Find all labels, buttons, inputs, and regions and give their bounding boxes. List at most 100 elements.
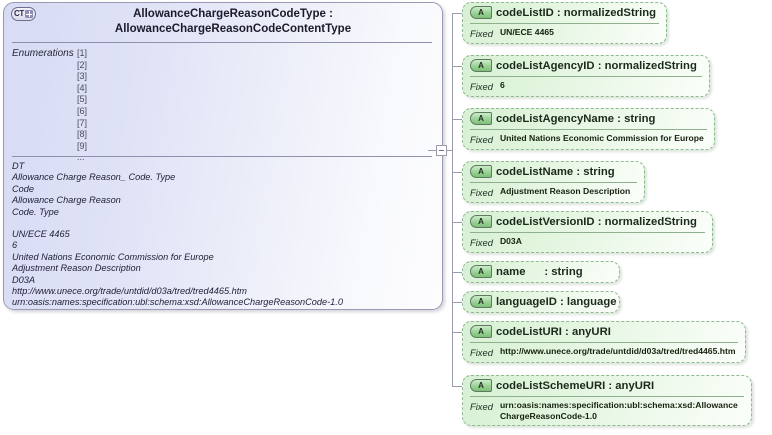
fixed-value: http://www.unece.org/trade/untdid/d03a/t… <box>499 346 736 356</box>
attribute-icon: A <box>470 6 492 19</box>
fixed-label: Fixed <box>470 80 493 92</box>
documentation-line: Adjustment Reason Description <box>12 263 141 274</box>
attribute-name: languageID : language <box>496 296 617 308</box>
complex-type-header: CT AllowanceChargeReasonCodeType : Allow… <box>4 3 442 41</box>
documentation-divider <box>12 156 432 157</box>
fixed-label: Fixed <box>470 133 493 145</box>
enumerations-section: Enumerations [1][2][3][4][5][6][7][8][9]… <box>4 43 442 162</box>
connector-expander-stub <box>447 150 453 151</box>
connector-stub <box>452 332 462 333</box>
enumeration-item: [1] <box>77 48 88 58</box>
documentation-spacer <box>12 218 434 229</box>
enumerations-label: Enumerations <box>12 48 74 59</box>
attribute-divider <box>470 76 702 77</box>
collapse-minus-icon[interactable] <box>436 145 447 156</box>
attribute-icon: A <box>470 112 492 125</box>
attribute-icon: A <box>470 379 492 392</box>
expand-plus-icon[interactable] <box>25 10 34 18</box>
fixed-value: 6 <box>499 80 505 90</box>
connector-trunk <box>452 13 453 386</box>
attribute-divider <box>470 342 738 343</box>
documentation-line: Allowance Charge Reason <box>12 195 121 206</box>
attribute-name: codeListID : normalizedString <box>496 7 657 19</box>
complex-type-icon-label: CT <box>13 9 25 18</box>
attribute-divider <box>470 23 659 24</box>
connector-stub <box>452 13 462 14</box>
attribute-icon-label: A <box>478 380 484 390</box>
enumeration-item: [7] <box>77 117 88 128</box>
enumeration-item: [3] <box>77 71 88 82</box>
attribute-icon-label: A <box>478 60 484 70</box>
attribute-icon: A <box>470 295 492 308</box>
fixed-value: UN/ECE 4465 <box>499 27 554 37</box>
enumeration-item: [2] <box>77 59 88 70</box>
complex-type-icon[interactable]: CT <box>11 7 36 21</box>
fixed-value: Adjustment Reason Description <box>499 186 631 196</box>
attribute-icon: A <box>470 265 492 278</box>
documentation-line: DT <box>12 161 25 171</box>
enumeration-item: ... <box>77 152 85 163</box>
fixed-label: Fixed <box>470 400 493 412</box>
documentation-line: http://www.unece.org/trade/untdid/d03a/t… <box>12 286 247 297</box>
complex-type-node[interactable]: CT AllowanceChargeReasonCodeType : Allow… <box>3 2 443 310</box>
attribute-divider <box>470 396 744 397</box>
documentation-line: Code <box>12 183 34 194</box>
attribute-name: codeListURI : anyURI <box>496 326 611 338</box>
fixed-value: United Nations Economic Commission for E… <box>499 133 704 143</box>
enumeration-item: [9] <box>77 140 88 151</box>
header-divider <box>12 42 432 43</box>
connector-stub <box>452 302 462 303</box>
documentation-line: United Nations Economic Commission for E… <box>12 251 214 262</box>
documentation-line: Allowance Charge Reason_ Code. Type <box>12 172 176 183</box>
complex-type-title: AllowanceChargeReasonCodeType : Allowanc… <box>114 8 352 35</box>
connector-stub <box>452 386 462 387</box>
documentation-line: Code. Type <box>12 206 59 217</box>
documentation-line: urn:oasis:names:specification:ubl:schema… <box>12 297 343 308</box>
attribute-name: codeListAgencyName : string <box>496 113 656 125</box>
attribute-icon-label: A <box>478 7 484 17</box>
documentation-line: UN/ECE 4465 <box>12 229 70 240</box>
connector-stub <box>452 222 462 223</box>
attribute-divider <box>470 182 637 183</box>
attribute-fixed-row: Fixed 6 <box>463 77 709 96</box>
connector-stub <box>452 66 462 67</box>
fixed-value: D03A <box>499 236 522 246</box>
attribute-divider <box>470 232 705 233</box>
attribute-icon-label: A <box>478 113 484 123</box>
attribute-icon-label: A <box>478 326 484 336</box>
attribute-icon-label: A <box>478 296 484 306</box>
connector-stub <box>452 272 462 273</box>
attribute-fixed-row: Fixed United Nations Economic Commission … <box>463 130 714 149</box>
connector-stub <box>452 172 462 173</box>
attribute-name: codeListVersionID : normalizedString <box>496 216 697 228</box>
connector-root-stub <box>428 150 436 151</box>
attribute-name: codeListAgencyID : normalizedString <box>496 60 697 72</box>
connector-stub <box>452 119 462 120</box>
attribute-icon: A <box>470 59 492 72</box>
enumeration-item: [6] <box>77 105 88 116</box>
enumerations-list: [1][2][3][4][5][6][7][8][9]... <box>77 48 87 164</box>
enumeration-item: [4] <box>77 82 88 93</box>
